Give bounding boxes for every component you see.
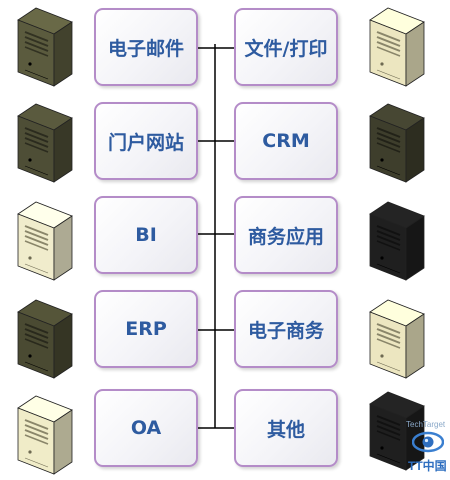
service-box-email: 电子邮件: [94, 8, 198, 86]
service-box-erp: ERP: [94, 290, 198, 368]
techtarget-logo: TechTarget TT中国: [406, 420, 450, 476]
service-box-crm: CRM: [234, 102, 338, 180]
server-icon: [369, 299, 425, 379]
service-box-bi: BI: [94, 196, 198, 274]
service-box-file-print: 文件/打印: [234, 8, 338, 86]
server-icon: [17, 395, 73, 475]
server-icon: [17, 299, 73, 379]
service-box-ecommerce: 电子商务: [234, 290, 338, 368]
server-icon: [17, 7, 73, 87]
logo-bottom-text: TT中国: [408, 459, 447, 473]
service-box-portal: 门户网站: [94, 102, 198, 180]
server-icon: [369, 7, 425, 87]
server-icon: [17, 201, 73, 281]
service-box-oa: OA: [94, 389, 198, 467]
service-box-other: 其他: [234, 389, 338, 467]
server-icon: [369, 201, 425, 281]
server-icon: [369, 103, 425, 183]
server-icon: [17, 103, 73, 183]
server-icon: [369, 391, 425, 471]
logo-top-text: TechTarget: [406, 420, 446, 429]
eye-icon: [412, 431, 444, 453]
service-box-business-app: 商务应用: [234, 196, 338, 274]
